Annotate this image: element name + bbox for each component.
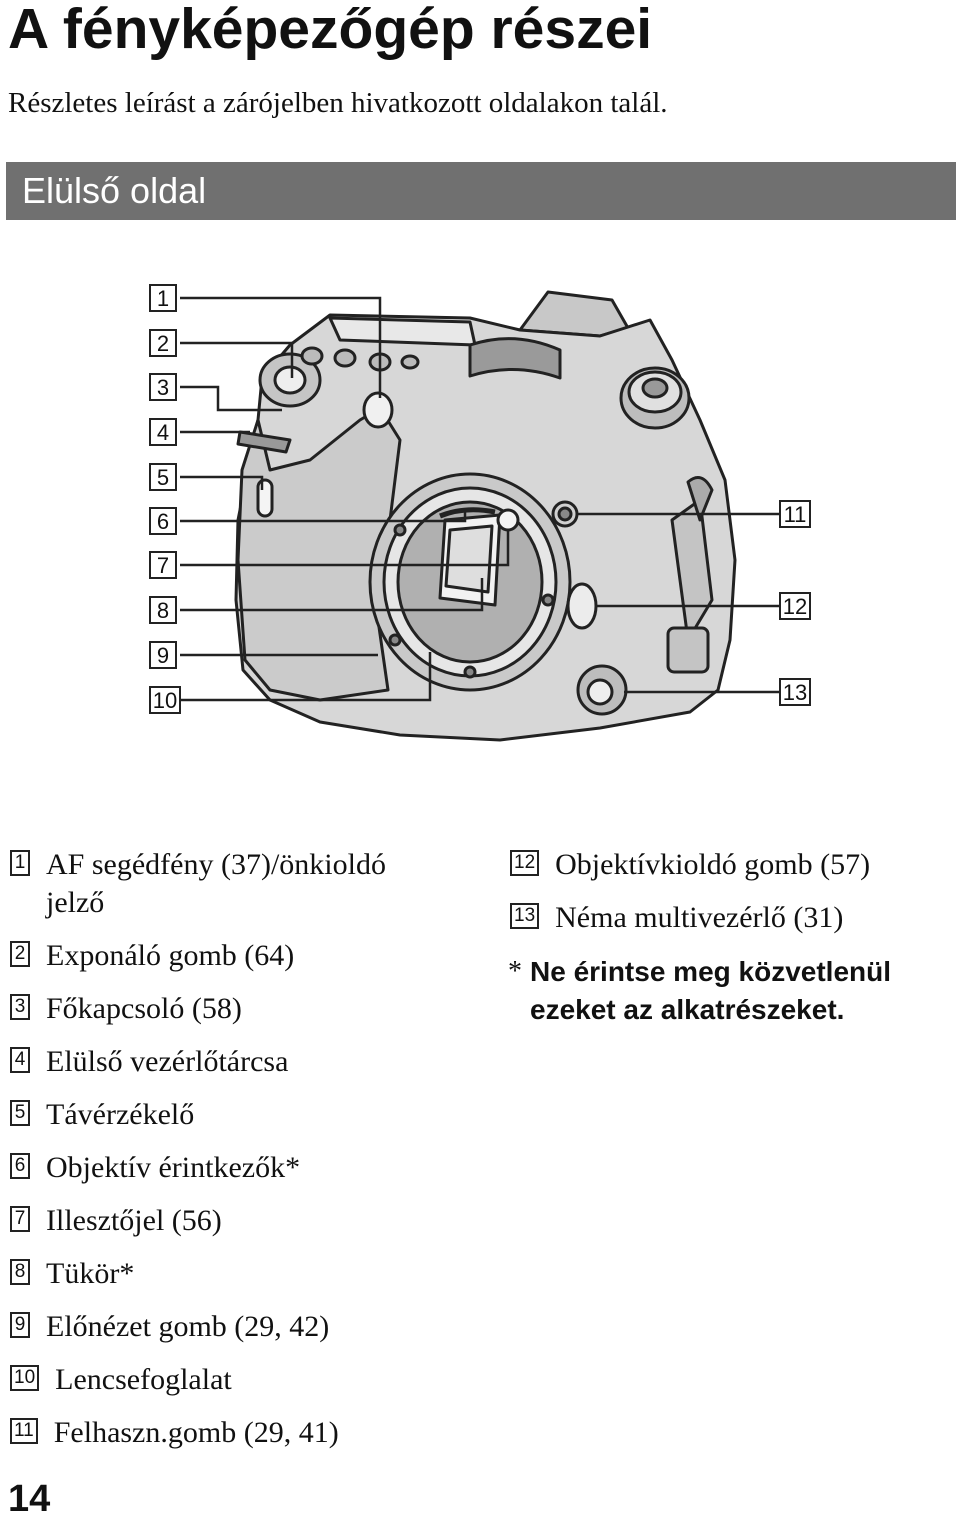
item-label: Illesztőjel (56): [46, 1204, 222, 1237]
list-item: 13 Néma multivezérlő (31): [510, 899, 950, 937]
list-item: 2 Exponáló gomb (64): [10, 937, 480, 975]
item-number: 7: [10, 1206, 30, 1232]
camera-illustration: [234, 290, 737, 742]
callout-3-label: 3: [157, 375, 169, 400]
page-subtitle: Részletes leírást a zárójelben hivatkozo…: [8, 87, 668, 119]
list-item: 10 Lencsefoglalat: [10, 1361, 480, 1399]
list-item: 11 Felhaszn.gomb (29, 41): [10, 1414, 480, 1452]
note-text: Ne érintse meg közvetlenül ezeket az alk…: [530, 956, 892, 1025]
item-label: Főkapcsoló (58): [46, 992, 242, 1025]
callout-8: 8: [149, 596, 177, 624]
list-item: 4 Elülső vezérlőtárcsa: [10, 1043, 480, 1081]
callout-7-label: 7: [157, 553, 169, 578]
parts-list-right: 12 Objektívkioldó gomb (57) 13 Néma mult…: [510, 846, 950, 952]
item-number: 9: [10, 1312, 30, 1338]
item-label: Elülső vezérlőtárcsa: [46, 1045, 289, 1078]
section-header: Elülső oldal: [6, 162, 956, 220]
item-number: 1: [10, 850, 30, 876]
callout-9-label: 9: [157, 643, 169, 668]
item-number: 11: [10, 1418, 38, 1444]
note-asterisk: *: [508, 956, 522, 987]
callout-9: 9: [149, 641, 177, 669]
page-number: 14: [8, 1478, 51, 1520]
item-label: Tükör*: [46, 1257, 135, 1290]
callout-11: 11: [779, 500, 811, 528]
item-number: 10: [10, 1365, 40, 1391]
callout-12-label: 12: [783, 594, 807, 619]
item-number: 5: [10, 1100, 30, 1126]
callout-5: 5: [149, 463, 177, 491]
item-number: 8: [10, 1259, 30, 1285]
callout-13: 13: [779, 678, 811, 706]
callout-6-label: 6: [157, 509, 169, 534]
item-label: Objektív érintkezők*: [46, 1151, 301, 1184]
list-item: 9 Előnézet gomb (29, 42): [10, 1308, 480, 1346]
item-label: AF segédfény (37)/önkioldó jelző: [46, 848, 386, 919]
item-label: Előnézet gomb (29, 42): [46, 1310, 330, 1343]
item-label: Exponáló gomb (64): [46, 939, 295, 972]
leader-lines: [180, 296, 780, 702]
item-number: 4: [10, 1047, 30, 1073]
list-item: 5 Távérzékelő: [10, 1096, 480, 1134]
callout-10-label: 10: [153, 688, 177, 713]
list-item: 3 Főkapcsoló (58): [10, 990, 480, 1028]
item-number: 6: [10, 1153, 30, 1179]
item-number: 12: [510, 850, 540, 876]
item-label: Lencsefoglalat: [55, 1363, 232, 1396]
callout-7: 7: [149, 551, 177, 579]
callout-8-label: 8: [157, 598, 169, 623]
callout-4: 4: [149, 418, 177, 446]
section-title: Elülső oldal: [22, 170, 207, 211]
callout-1: 1: [149, 284, 177, 312]
list-item: 7 Illesztőjel (56): [10, 1202, 480, 1240]
item-label: Távérzékelő: [46, 1098, 195, 1131]
list-item: 1 AF segédfény (37)/önkioldó jelző: [10, 846, 480, 922]
page-title: A fényképezőgép részei: [8, 0, 653, 61]
list-item: 12 Objektívkioldó gomb (57): [510, 846, 950, 884]
item-label: Felhaszn.gomb (29, 41): [53, 1416, 339, 1449]
callout-3: 3: [149, 373, 177, 401]
list-item: 8 Tükör*: [10, 1255, 480, 1293]
warning-note: * Ne érintse meg közvetlenül ezeket az a…: [508, 953, 953, 1029]
list-item: 6 Objektív érintkezők*: [10, 1149, 480, 1187]
callout-11-label: 11: [784, 502, 807, 527]
callout-13-label: 13: [783, 680, 807, 705]
parts-list-left: 1 AF segédfény (37)/önkioldó jelző 2 Exp…: [10, 846, 480, 1467]
callout-6: 6: [149, 507, 177, 535]
item-number: 13: [510, 903, 540, 929]
callout-2: 2: [149, 329, 177, 357]
callout-1-label: 1: [157, 286, 169, 311]
item-label: Objektívkioldó gomb (57): [555, 848, 871, 881]
item-label: Néma multivezérlő (31): [555, 901, 844, 934]
callout-2-label: 2: [157, 331, 169, 356]
camera-front-diagram: 1 2 3 4 5 6 7 8 9 10 11 12: [149, 284, 811, 742]
callout-12: 12: [779, 592, 811, 620]
callout-5-label: 5: [157, 465, 169, 490]
item-number: 3: [10, 994, 30, 1020]
callout-4-label: 4: [157, 420, 169, 445]
item-number: 2: [10, 941, 30, 967]
callout-10: 10: [149, 686, 181, 714]
